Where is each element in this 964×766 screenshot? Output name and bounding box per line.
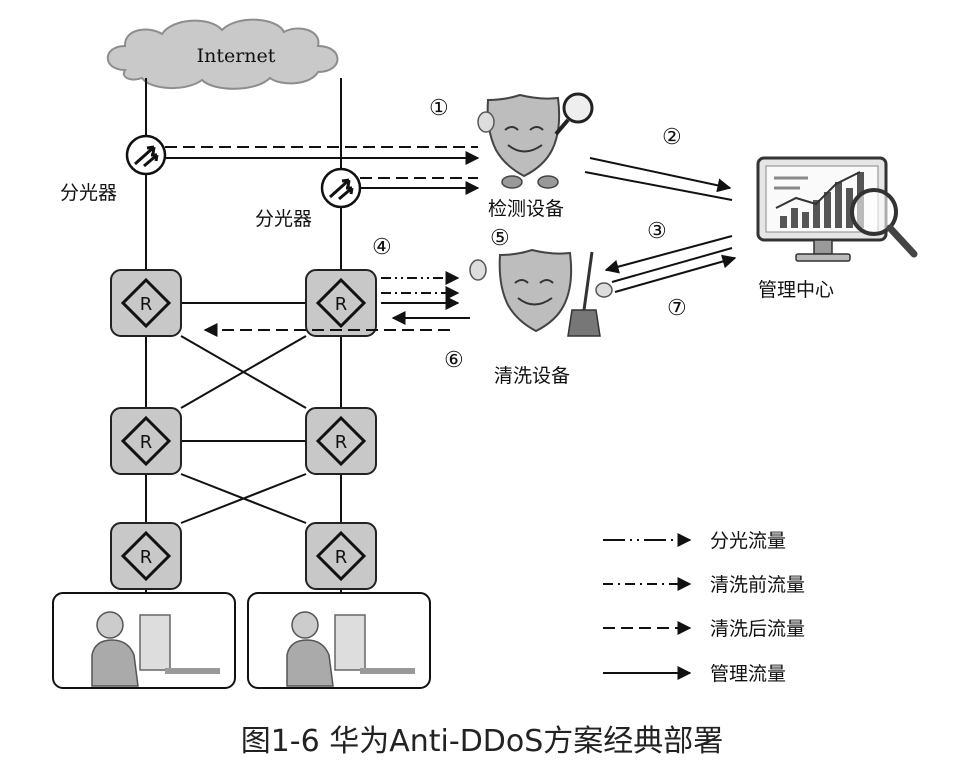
- internet-label: Internet: [197, 45, 276, 67]
- svg-text:R: R: [140, 547, 153, 568]
- router-6: R: [304, 521, 378, 591]
- splitter-left-label: 分光器: [60, 182, 117, 204]
- router-1: R: [109, 268, 183, 338]
- network-links: [145, 78, 342, 593]
- legend: 分光流量 清洗前流量 清洗后流量 管理流量: [603, 530, 805, 685]
- svg-text:R: R: [335, 294, 348, 315]
- legend-label-pre-clean: 清洗前流量: [710, 574, 805, 596]
- step-6: ⑥: [444, 348, 464, 373]
- step-3: ③: [647, 219, 667, 244]
- detection-device-label: 检测设备: [488, 198, 564, 220]
- step-4: ④: [372, 235, 392, 260]
- svg-text:R: R: [140, 432, 153, 453]
- router-3: R: [109, 406, 183, 476]
- step-1: ①: [429, 96, 449, 121]
- user-workstation-left: [52, 592, 236, 689]
- svg-text:R: R: [140, 294, 153, 315]
- legend-item-split-traffic: 分光流量: [603, 530, 786, 552]
- step-2: ②: [662, 125, 682, 150]
- step-5: ⑤: [490, 226, 510, 251]
- router-5: R: [109, 521, 183, 591]
- internet-cloud: Internet: [106, 18, 339, 90]
- management-center: 管理中心: [756, 156, 918, 301]
- svg-text:R: R: [335, 432, 348, 453]
- management-center-label: 管理中心: [758, 279, 834, 301]
- router-4: R: [304, 406, 378, 476]
- cleaning-device: 清洗设备: [469, 248, 613, 387]
- router-2: R: [304, 268, 378, 338]
- legend-label-split: 分光流量: [710, 530, 786, 552]
- splitter-right-label: 分光器: [255, 208, 312, 230]
- step-7: ⑦: [667, 296, 687, 321]
- legend-item-post-clean-traffic: 清洗后流量: [603, 618, 805, 640]
- svg-text:R: R: [335, 547, 348, 568]
- legend-label-management: 管理流量: [710, 663, 786, 685]
- splitter-left: 分光器: [60, 134, 167, 204]
- legend-item-pre-clean-traffic: 清洗前流量: [603, 574, 805, 596]
- legend-label-post-clean: 清洗后流量: [710, 618, 805, 640]
- legend-item-management-traffic: 管理流量: [603, 663, 786, 685]
- user-workstation-right: [247, 592, 431, 689]
- detection-device: 检测设备: [477, 92, 594, 220]
- splitter-right: 分光器: [255, 167, 362, 230]
- figure-caption: 图1-6 华为Anti-DDoS方案经典部署: [240, 724, 724, 759]
- cleaning-device-label: 清洗设备: [494, 365, 570, 387]
- step-labels: ① ② ③ ④ ⑤ ⑥ ⑦: [372, 96, 687, 373]
- traffic-arrows: [165, 146, 737, 337]
